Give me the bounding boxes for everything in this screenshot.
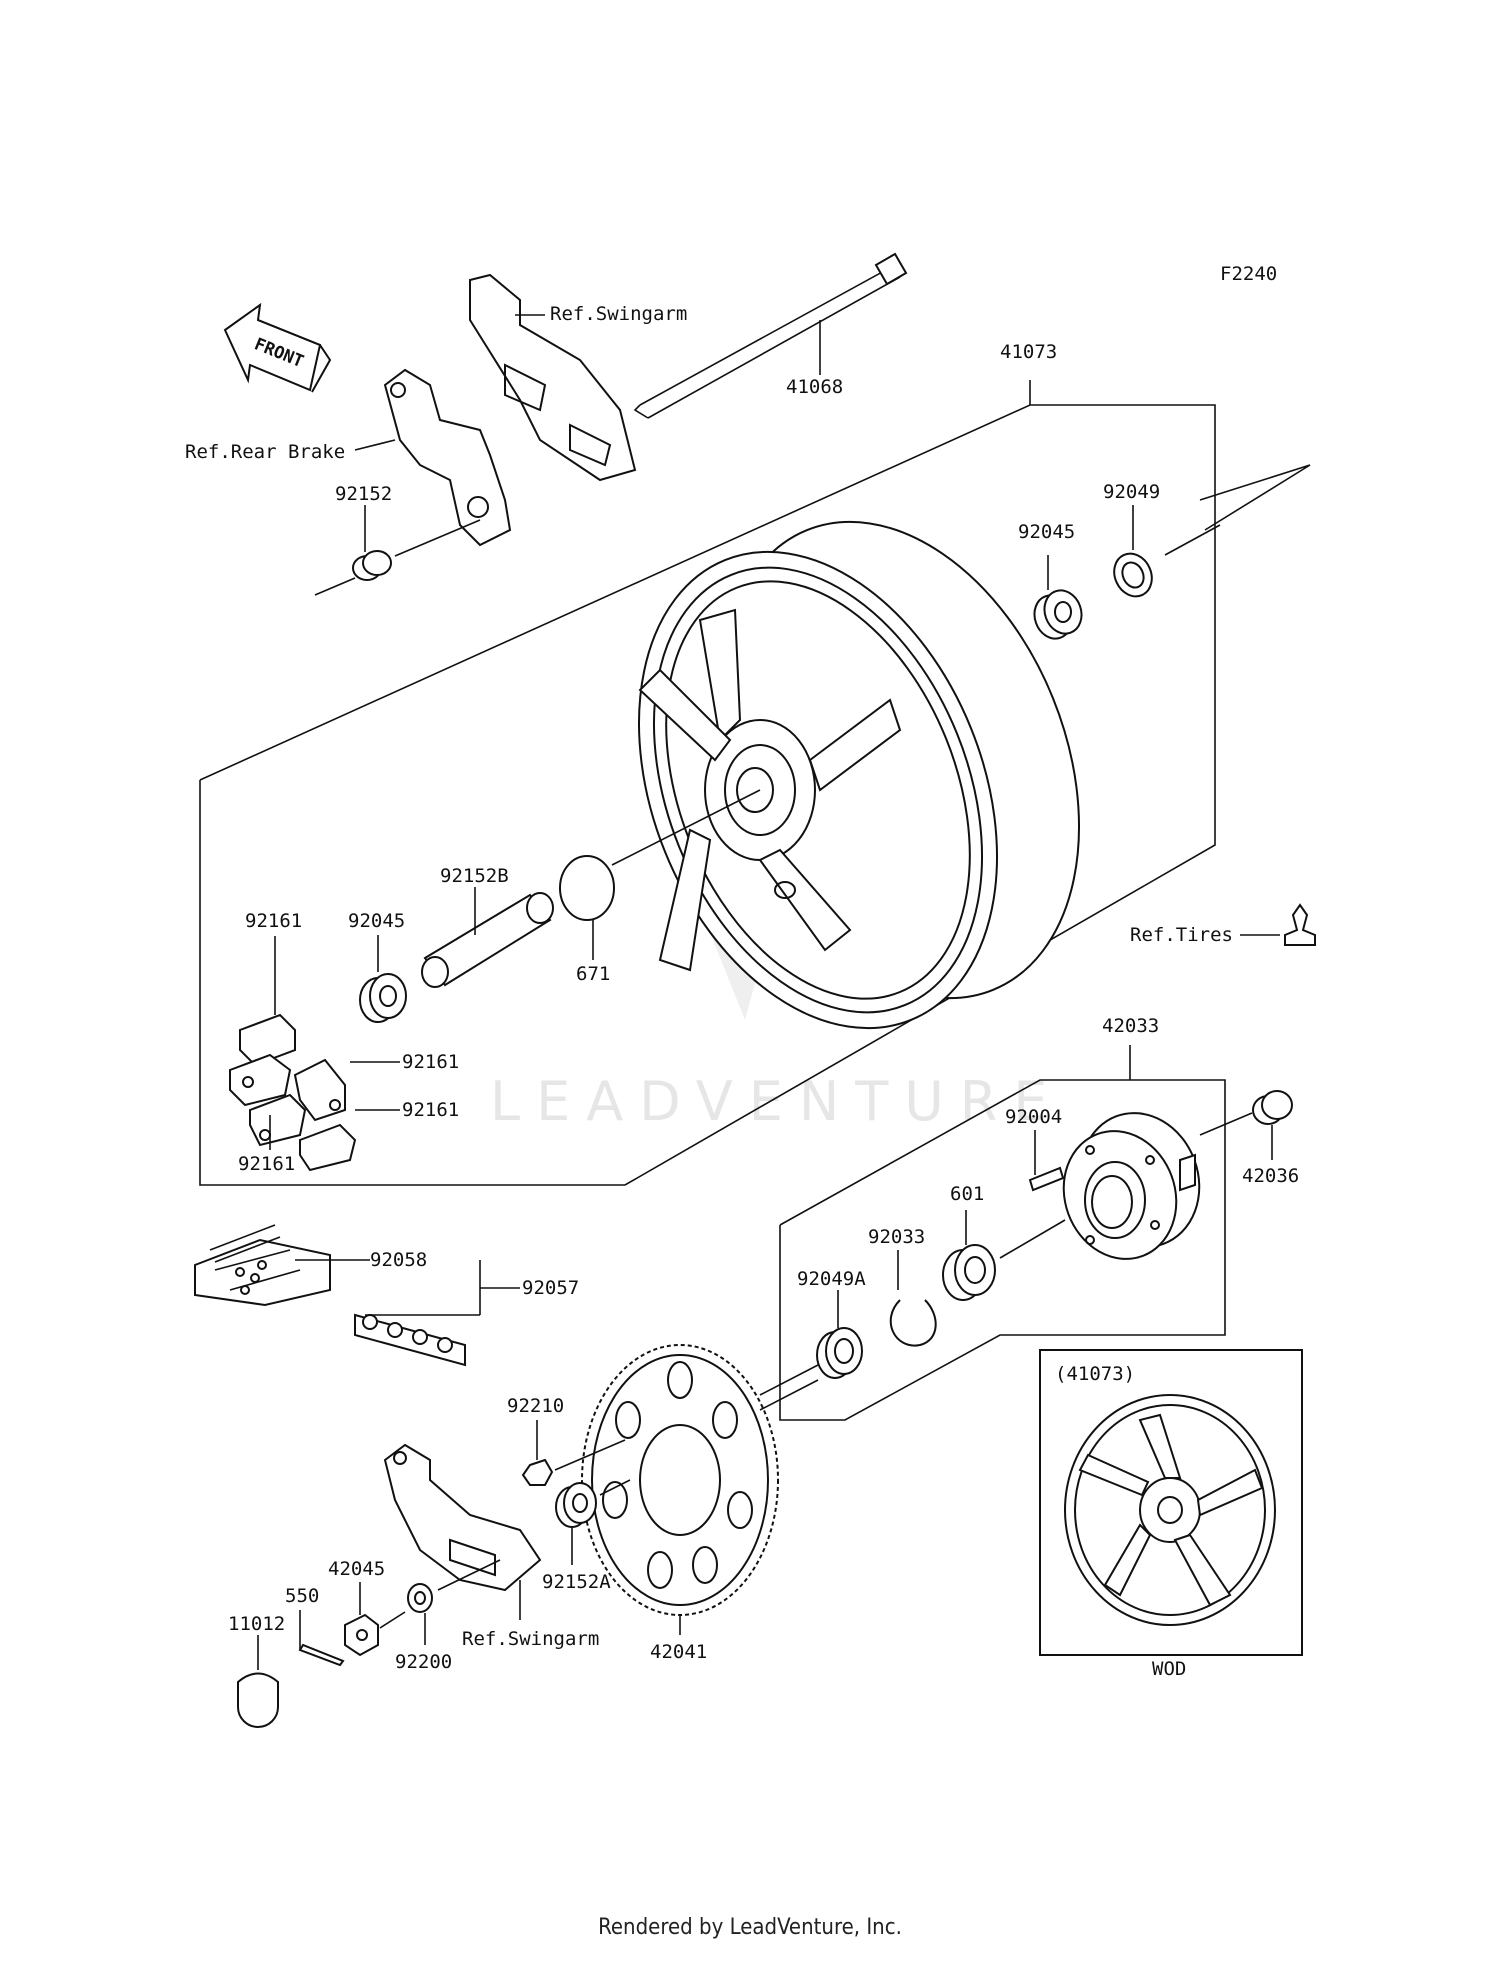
part-671: 671 xyxy=(576,963,610,985)
watermark-text: LEADVENTURE xyxy=(490,1070,1063,1133)
axle-nut-42045 xyxy=(344,1613,379,1657)
collar-92152a xyxy=(555,1482,597,1528)
axle-41068 xyxy=(633,252,908,419)
damper-92161-group xyxy=(229,1013,357,1172)
figure-code: F2240 xyxy=(1220,263,1277,285)
part-41068: 41068 xyxy=(786,376,843,398)
rear-brake-bracket xyxy=(383,368,512,547)
rear-wheel-41073 xyxy=(638,520,1080,1030)
inset-title: (41073) xyxy=(1055,1363,1135,1385)
hub-assembly-boundary xyxy=(779,1079,1226,1421)
part-42036: 42036 xyxy=(1242,1165,1299,1187)
bearing-92045-left xyxy=(359,973,407,1023)
seal-92049a xyxy=(816,1327,863,1379)
master-link-92058 xyxy=(194,1224,331,1307)
sprocket-hub-42033 xyxy=(1062,1112,1201,1260)
part-42033: 42033 xyxy=(1102,1015,1159,1037)
cotter-pin-550 xyxy=(298,1643,345,1667)
collar-92152b xyxy=(421,892,554,988)
ref-swingarm-bottom: Ref.Swingarm xyxy=(462,1628,599,1650)
part-92045-right: 92045 xyxy=(1018,521,1075,543)
collar-92152 xyxy=(352,550,392,581)
part-92200: 92200 xyxy=(395,1651,452,1673)
circlip-92033 xyxy=(889,1299,937,1347)
part-42041: 42041 xyxy=(650,1641,707,1663)
part-92033: 92033 xyxy=(868,1226,925,1248)
part-92152: 92152 xyxy=(335,483,392,505)
part-601: 601 xyxy=(950,1183,984,1205)
part-92057: 92057 xyxy=(522,1277,579,1299)
washer-92200 xyxy=(407,1583,433,1613)
ref-rear-brake: Ref.Rear Brake xyxy=(185,441,345,463)
part-92152a: 92152A xyxy=(542,1571,611,1593)
front-arrow-icon: FRONT xyxy=(223,302,332,393)
tire-valve-icon xyxy=(1284,903,1316,946)
part-92049: 92049 xyxy=(1103,481,1160,503)
collar-42036 xyxy=(1252,1090,1293,1125)
part-92045-left: 92045 xyxy=(348,910,405,932)
part-550: 550 xyxy=(285,1585,319,1607)
bearing-92045-right xyxy=(1033,589,1083,640)
footer-credit: Rendered by LeadVenture, Inc. xyxy=(598,1915,902,1940)
part-92161-c: 92161 xyxy=(402,1099,459,1121)
o-ring-671 xyxy=(559,855,615,921)
part-92210: 92210 xyxy=(507,1395,564,1417)
part-92152b: 92152B xyxy=(440,865,509,887)
inset-wheel-box: (41073) WOD xyxy=(1039,1349,1303,1680)
part-92004: 92004 xyxy=(1005,1106,1062,1128)
swingarm-bracket-top xyxy=(469,273,637,482)
inset-code: WOD xyxy=(1152,1658,1186,1680)
sprocket-42041 xyxy=(581,1344,779,1616)
part-92058: 92058 xyxy=(370,1249,427,1271)
part-41073: 41073 xyxy=(1000,341,1057,363)
nut-92210 xyxy=(521,1458,554,1486)
part-42045: 42045 xyxy=(328,1558,385,1580)
stud-92004 xyxy=(1028,1166,1065,1192)
seal-92049 xyxy=(1113,552,1153,598)
swingarm-bracket-bottom xyxy=(383,1443,542,1592)
part-92049a: 92049A xyxy=(797,1268,866,1290)
cap-11012 xyxy=(237,1672,279,1728)
chain-92057 xyxy=(354,1313,466,1367)
ref-swingarm-top: Ref.Swingarm xyxy=(550,303,687,325)
ref-tires: Ref.Tires xyxy=(1130,924,1233,946)
part-92161-d: 92161 xyxy=(238,1153,295,1175)
part-11012: 11012 xyxy=(228,1613,285,1635)
part-92161-a: 92161 xyxy=(245,910,302,932)
bearing-601 xyxy=(942,1244,996,1301)
part-92161-b: 92161 xyxy=(402,1051,459,1073)
